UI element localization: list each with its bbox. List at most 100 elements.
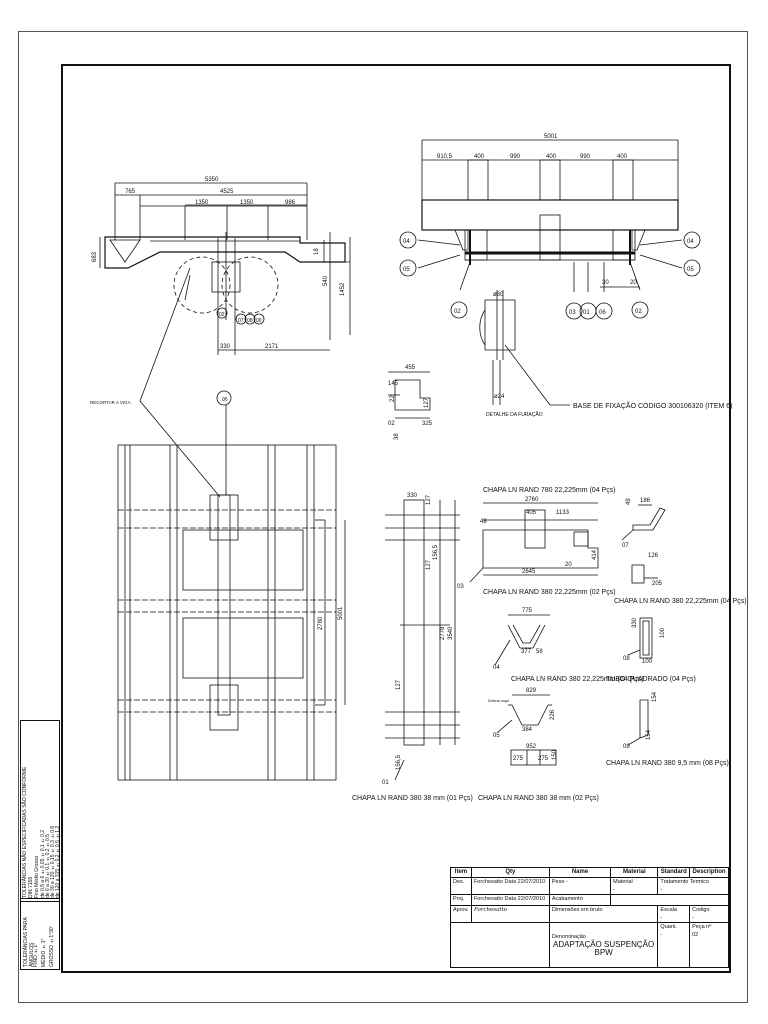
front-view [399, 139, 701, 406]
dim-p1-127b: 127 [426, 559, 432, 570]
tb-standard: Standard [657, 867, 691, 878]
dim-front-20: 20 [630, 280, 637, 286]
dim-plate-325: 325 [422, 421, 433, 427]
dim-p7-126: 126 [648, 553, 659, 559]
dim-p3-2645: 2645 [522, 569, 536, 575]
part-02-small: 02 [388, 421, 395, 427]
balloon-02-left: 02 [454, 309, 461, 315]
part-03-view [469, 502, 599, 583]
tb-qty: Qty [470, 867, 550, 878]
tb-codigo: Codigo- [689, 905, 729, 923]
dim-p5-226: 226 [550, 709, 556, 720]
caption-chapa-05: CHAPA LN RAND 380 38 mm (02 Pçs) [478, 795, 599, 802]
dim-side-1350b: 1350 [240, 200, 254, 206]
balloon-03: 03 [569, 310, 576, 316]
dim-side-540: 540 [323, 275, 329, 286]
plan-view [117, 267, 346, 781]
angle-tolerance-table: TOLERÂNCIAS PARA ÂNGULOS FINO ±1° MÉDIO … [20, 898, 60, 970]
dim-p3-1133: 1133 [556, 510, 570, 516]
tb-des-name: Forchesatto Data 22/07/2010 [470, 877, 550, 895]
part-05-number: 05 [493, 733, 500, 739]
part-01-number: 01 [382, 780, 389, 786]
part-04-number: 04 [493, 665, 500, 671]
dim-side-1350a: 1350 [195, 200, 209, 206]
dim-p9-154b: 154 [646, 729, 652, 740]
tb-item: Item [450, 867, 472, 878]
dim-plan-2780: 2780 [318, 616, 324, 630]
label-recortar: RECORTAR A VIGA [90, 400, 131, 405]
tb-material-value: - [613, 887, 615, 893]
label-detalhe: DETALHE DA FURAÇÃO [486, 411, 543, 418]
tb-proj-name-value: Forchesatto [473, 896, 503, 902]
tb-name: Name [548, 867, 612, 878]
tb-quant-label: Quant. [660, 924, 677, 930]
tolerance-row-4: de 120 a 315 ±0,2 ±0,5 ±1,2 [55, 825, 61, 898]
balloon-05-right: 05 [687, 267, 694, 273]
tb-material: Material [610, 867, 659, 878]
caption-tubo-08: TUBO QUADRADO (04 Pçs) [606, 676, 696, 683]
dim-p8-100a: 100 [660, 627, 666, 638]
dim-p4-377: 377 [521, 649, 532, 655]
tb-proj-name: Forchesatto Data 22/07/2010 [470, 894, 550, 906]
dim-side-765: 765 [125, 189, 136, 195]
balloon-05-left: 05 [403, 267, 410, 273]
tb-escala-value: - [660, 915, 663, 921]
dim-p8-330: 330 [632, 617, 638, 628]
part-08-view [627, 617, 653, 659]
tb-peso-value: - [565, 879, 568, 885]
tb-escala: Escala- [657, 905, 691, 923]
caption-chapa-07: CHAPA LN RAND 380 22,225mm (04 Pçs) [614, 598, 747, 605]
dim-p5-384: 384 [522, 727, 533, 733]
dim-front-400a: 400 [474, 154, 485, 160]
dim-p3-414: 414 [592, 549, 598, 560]
tb-title-line2: BPW [594, 948, 613, 957]
tb-tratamento-cell: Tratamento Termico - [657, 877, 729, 895]
balloon-01: 01 [583, 310, 590, 316]
tb-tratamento-label: Tratamento Termico [660, 879, 710, 885]
dim-front-400c: 400 [617, 154, 628, 160]
tb-des-date: 22/07/2010 [517, 879, 546, 885]
tb-aprov: Aprov. [450, 905, 472, 923]
part-04-view [494, 614, 550, 666]
dim-p7-186: 186 [640, 498, 651, 504]
part-08-number: 08 [623, 656, 630, 662]
dim-p1-127c: 127 [396, 679, 402, 690]
tb-empty-1 [610, 894, 729, 906]
dim-plate-22: 22 [390, 395, 396, 402]
dim-p1-156b: 156,5 [396, 754, 402, 770]
tb-empty-2 [450, 922, 550, 968]
tb-peso: Peso - [548, 877, 612, 895]
dim-front-990b: 990 [580, 154, 591, 160]
dim-p3-405: 405 [526, 510, 537, 516]
tb-proj: Proj. [450, 894, 472, 906]
tb-material-cell: Material- [610, 877, 659, 895]
part-07-number: 07 [622, 543, 629, 549]
dim-side-4525: 4525 [220, 189, 234, 195]
tolerance-table: TOLERÂNCIAS NÃO ESPECIFICADAS SÃO CONFOR… [20, 720, 61, 902]
caption-chapa-780: CHAPA LN RAND 780 22,225mm (04 Pçs) [483, 487, 616, 494]
dim-detail-24: ø24 [494, 394, 505, 400]
tb-des: Des. [450, 877, 472, 895]
tb-description: Description [689, 867, 729, 878]
dim-front-910: 910,5 [437, 154, 453, 160]
dim-p5-275a: 275 [513, 756, 524, 762]
tb-dimensoes: Dimensões em bruto [548, 905, 659, 923]
tb-tratamento-value: - [660, 887, 663, 893]
dim-side-18: 18 [314, 248, 320, 255]
tb-acabamento: Acabamento [548, 894, 612, 906]
dim-front-total: 5001 [544, 134, 558, 140]
tb-title-cell: Denominação ADAPTAÇÃO SUSPENÇÃO BPW [548, 922, 659, 968]
dim-side-total: 5350 [205, 177, 219, 183]
tb-denominacao: Denominação [551, 934, 586, 940]
tb-des-name-value: Forchesatto [473, 879, 503, 885]
part-01-view [385, 499, 460, 781]
balloon-02-right: 02 [635, 309, 642, 315]
dim-side-2171: 2171 [265, 344, 279, 350]
dim-front-400b: 400 [546, 154, 557, 160]
title-block: Item Qty Name Material Standard Descript… [450, 867, 729, 968]
caption-chapa-09: CHAPA LN RAND 380 9,5 mm (08 Pçs) [606, 760, 729, 767]
balloon-side-07: 07 [238, 318, 244, 324]
dim-p1-3540: 3540 [448, 626, 454, 640]
